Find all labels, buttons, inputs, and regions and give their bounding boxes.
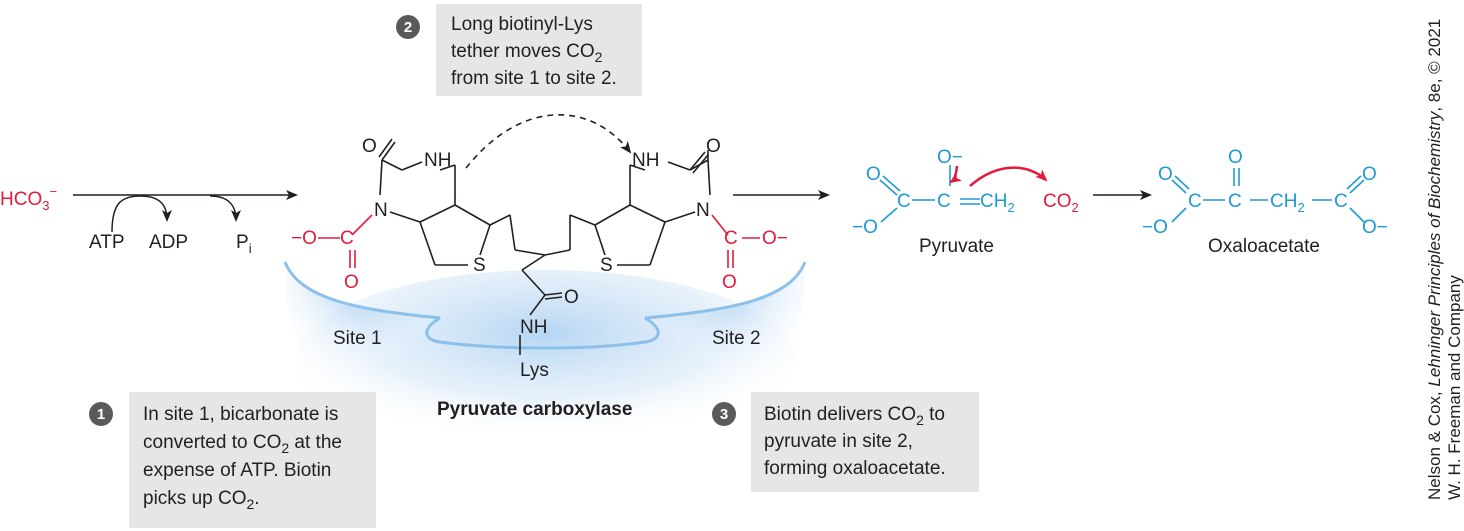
step-3-number: 3 bbox=[720, 406, 728, 423]
credit-line-2: W. H. Freeman and Company bbox=[1445, 275, 1464, 500]
tether-move-arrow bbox=[465, 114, 632, 169]
step-3-callout: 3 Biotin delivers CO2 to pyruvate in sit… bbox=[712, 392, 979, 492]
step-1-box bbox=[129, 392, 376, 528]
pyruvate-label: Pyruvate bbox=[919, 236, 994, 257]
oxalo-ch2: CH2 bbox=[1270, 191, 1305, 215]
step-2-number: 2 bbox=[404, 19, 412, 36]
credit-line-2-group: W. H. Freeman and Company bbox=[1445, 275, 1464, 500]
step-3-box bbox=[751, 392, 979, 492]
lys-label: Lys bbox=[520, 360, 549, 381]
oxalo-o-neg-right: O− bbox=[1362, 217, 1388, 238]
left-carboxyl-o-neg: −O bbox=[291, 228, 317, 249]
left-nh: NH bbox=[424, 150, 451, 171]
step-1-line-3: expense of ATP. Biotin bbox=[143, 460, 331, 481]
bicarbonate-label: HCO3− bbox=[0, 184, 57, 213]
pyruvate-structure bbox=[879, 165, 1048, 223]
right-nh: NH bbox=[632, 150, 659, 171]
oxaloacetate-label: Oxaloacetate bbox=[1208, 236, 1320, 257]
left-carboxyl-o: O bbox=[344, 272, 359, 293]
bicarbonate-reaction: HCO3− ATP ADP Pi bbox=[0, 184, 298, 256]
site-1-label: Site 1 bbox=[333, 328, 382, 349]
step-2-line-2: tether moves CO2 bbox=[451, 41, 603, 65]
pyruvate-o1: O bbox=[866, 164, 881, 185]
step-1-line-1: In site 1, bicarbonate is bbox=[143, 404, 338, 425]
credit-line-1: Nelson & Cox, Lehninger Principles of Bi… bbox=[1425, 19, 1444, 500]
oxaloacetate-structure bbox=[1171, 168, 1365, 223]
step-2-box bbox=[436, 4, 642, 96]
left-carboxyl-c: C bbox=[340, 228, 354, 249]
oxalo-c4: C bbox=[1334, 191, 1348, 212]
step-1-number: 1 bbox=[97, 406, 105, 423]
step-2-badge bbox=[396, 15, 420, 39]
pyruvate-o-neg: −O bbox=[852, 217, 878, 238]
oxalo-o-neg-left: −O bbox=[1142, 217, 1168, 238]
pyruvate-c2: C bbox=[937, 191, 951, 212]
oxalo-keto-o: O bbox=[1228, 147, 1243, 168]
step-2-callout: 2 Long biotinyl-Lys tether moves CO2 fro… bbox=[396, 4, 642, 96]
pyruvate-enolate-o: O− bbox=[937, 147, 963, 168]
enzyme-shape bbox=[283, 261, 807, 450]
step-3-line-3: forming oxaloacetate. bbox=[764, 458, 946, 479]
right-n: N bbox=[696, 200, 710, 221]
adp-label: ADP bbox=[149, 232, 188, 253]
oxalo-c1: C bbox=[1188, 191, 1202, 212]
site-2-label: Site 2 bbox=[712, 328, 761, 349]
pi-curved-arrow bbox=[209, 195, 241, 222]
step-3-line-2: pyruvate in site 2, bbox=[764, 431, 913, 452]
co2-label: CO2 bbox=[1043, 191, 1079, 215]
biotin-right bbox=[594, 150, 760, 268]
step-2-line-3: from site 1 to site 2. bbox=[451, 68, 617, 89]
step-3-line-1: Biotin delivers CO2 to bbox=[764, 404, 945, 428]
pyruvate-ch2: CH2 bbox=[980, 191, 1015, 215]
step-1-line-2: converted to CO2 at the bbox=[143, 432, 342, 456]
enzyme-name: Pyruvate carboxylase bbox=[437, 399, 632, 420]
carboxybiotin-left bbox=[318, 138, 491, 268]
left-s: S bbox=[473, 255, 486, 276]
right-carboxyl-o-neg: O− bbox=[762, 228, 788, 249]
pyruvate-c1: C bbox=[897, 191, 911, 212]
biotinyl-lys-tether bbox=[489, 214, 596, 355]
right-carboxyl-o: O bbox=[722, 272, 737, 293]
left-n: N bbox=[374, 200, 388, 221]
oxalo-o1: O bbox=[1158, 164, 1173, 185]
step-2-line-1: Long biotinyl-Lys bbox=[451, 14, 593, 35]
amide-o: O bbox=[564, 287, 579, 308]
right-s: S bbox=[600, 255, 613, 276]
atp-curved-arrow bbox=[111, 195, 172, 233]
oxalo-o4: O bbox=[1362, 164, 1377, 185]
step-1-badge bbox=[89, 402, 113, 426]
oxalo-c2: C bbox=[1228, 191, 1242, 212]
step-3-badge bbox=[712, 402, 736, 426]
right-carboxyl-c: C bbox=[724, 228, 738, 249]
step-1-line-4: picks up CO2. bbox=[143, 488, 260, 512]
credit-line: Nelson & Cox, Lehninger Principles of Bi… bbox=[1425, 19, 1444, 500]
left-carbonyl-o: O bbox=[362, 136, 377, 157]
pi-label: Pi bbox=[236, 232, 252, 256]
atp-label: ATP bbox=[89, 232, 125, 253]
step-1-callout: 1 In site 1, bicarbonate is converted to… bbox=[89, 392, 376, 528]
amide-nh: NH bbox=[520, 317, 547, 338]
right-carbonyl-o: O bbox=[706, 136, 721, 157]
